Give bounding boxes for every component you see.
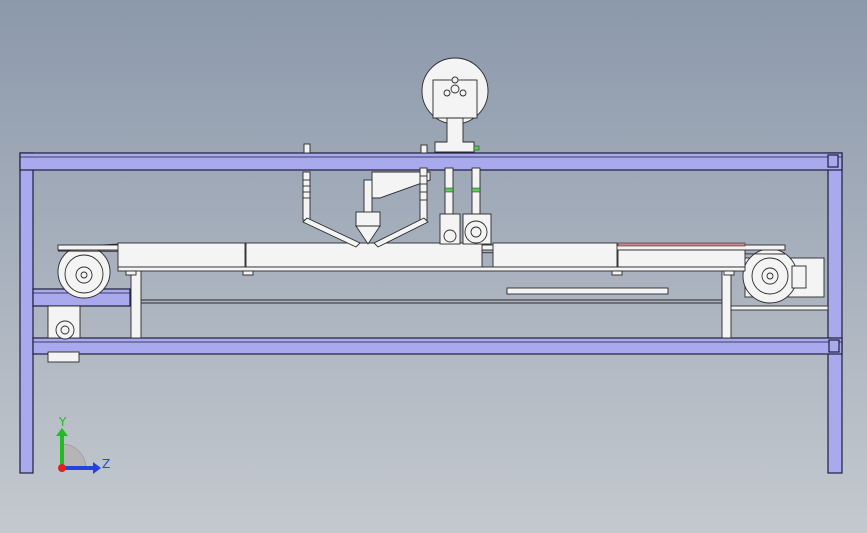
right-support-post — [721, 267, 732, 339]
folding-head-center — [355, 171, 431, 245]
left-bearing-block — [47, 305, 81, 363]
folding-head-left — [302, 171, 361, 248]
triad-quadrant — [61, 443, 87, 469]
frame-top-beam-cap — [827, 154, 839, 168]
top-beam-bolts — [303, 143, 428, 154]
film-strip — [617, 242, 746, 247]
right-side-rail — [730, 305, 829, 311]
left-bearing-foot — [47, 351, 80, 363]
fitting-1 — [444, 187, 454, 193]
bolt-center — [420, 144, 428, 154]
left-support-post — [130, 267, 142, 339]
frame-lower-beam — [32, 337, 843, 355]
left-spring-rod — [302, 171, 311, 221]
conveyor-bed-base — [117, 266, 746, 272]
folding-head-right — [373, 167, 429, 248]
conveyor — [57, 242, 786, 276]
right-roller-clamp — [791, 265, 807, 289]
left-roller-bore — [80, 271, 88, 279]
left-drive-roller — [57, 243, 121, 299]
conveyor-bed-segment-4 — [617, 249, 746, 268]
y-axis-arrowhead — [56, 428, 68, 436]
conveyor-bed-segment-2 — [245, 242, 483, 268]
bed-foot-1 — [125, 270, 137, 276]
fitting-2 — [471, 187, 481, 193]
bed-foot-2 — [242, 270, 254, 276]
right-drive-roller — [742, 248, 825, 304]
conveyor-bed-segment-3 — [492, 242, 618, 268]
conveyor-bed-segment-1 — [117, 242, 246, 268]
center-post — [363, 179, 373, 215]
green-fittings — [444, 145, 481, 193]
center-clamp — [355, 211, 381, 227]
bolt-left — [303, 143, 311, 154]
left-bearing-bore — [60, 325, 70, 335]
fitting-3 — [473, 145, 480, 151]
frame-lower-beam-cap — [828, 339, 840, 353]
frame-top-beam — [19, 152, 843, 171]
gauge-wheel-stem — [434, 117, 475, 153]
right-roller-bore — [766, 272, 774, 280]
gauge-wheel-knob-right — [459, 89, 467, 97]
pressure-left-wheel — [443, 229, 457, 243]
frame-right-leg — [827, 152, 843, 474]
z-axis-label: Z — [102, 457, 110, 471]
center-tip — [355, 225, 381, 245]
coordinate-triad: Y Z — [56, 415, 110, 474]
z-axis-arrowhead — [93, 462, 101, 474]
frame-left-leg — [19, 152, 34, 474]
frame — [19, 152, 843, 474]
left-folding-arm — [302, 217, 361, 248]
gauge-wheel-assembly — [421, 57, 489, 153]
right-folding-arm — [373, 217, 429, 248]
pressure-roller-left — [439, 167, 461, 245]
y-axis-label: Y — [58, 415, 67, 429]
bed-foot-4 — [723, 270, 735, 276]
support-posts — [130, 267, 829, 339]
pressure-right-hub — [470, 226, 482, 238]
gauge-wheel-pin — [451, 76, 459, 84]
x-axis-dot — [58, 464, 66, 472]
pressure-roller-right — [462, 167, 492, 245]
gauge-wheel-knob-left — [443, 89, 451, 97]
lower-guide-bar — [506, 287, 669, 295]
bed-foot-3 — [611, 270, 623, 276]
gauge-wheel-knob-center — [450, 84, 460, 94]
